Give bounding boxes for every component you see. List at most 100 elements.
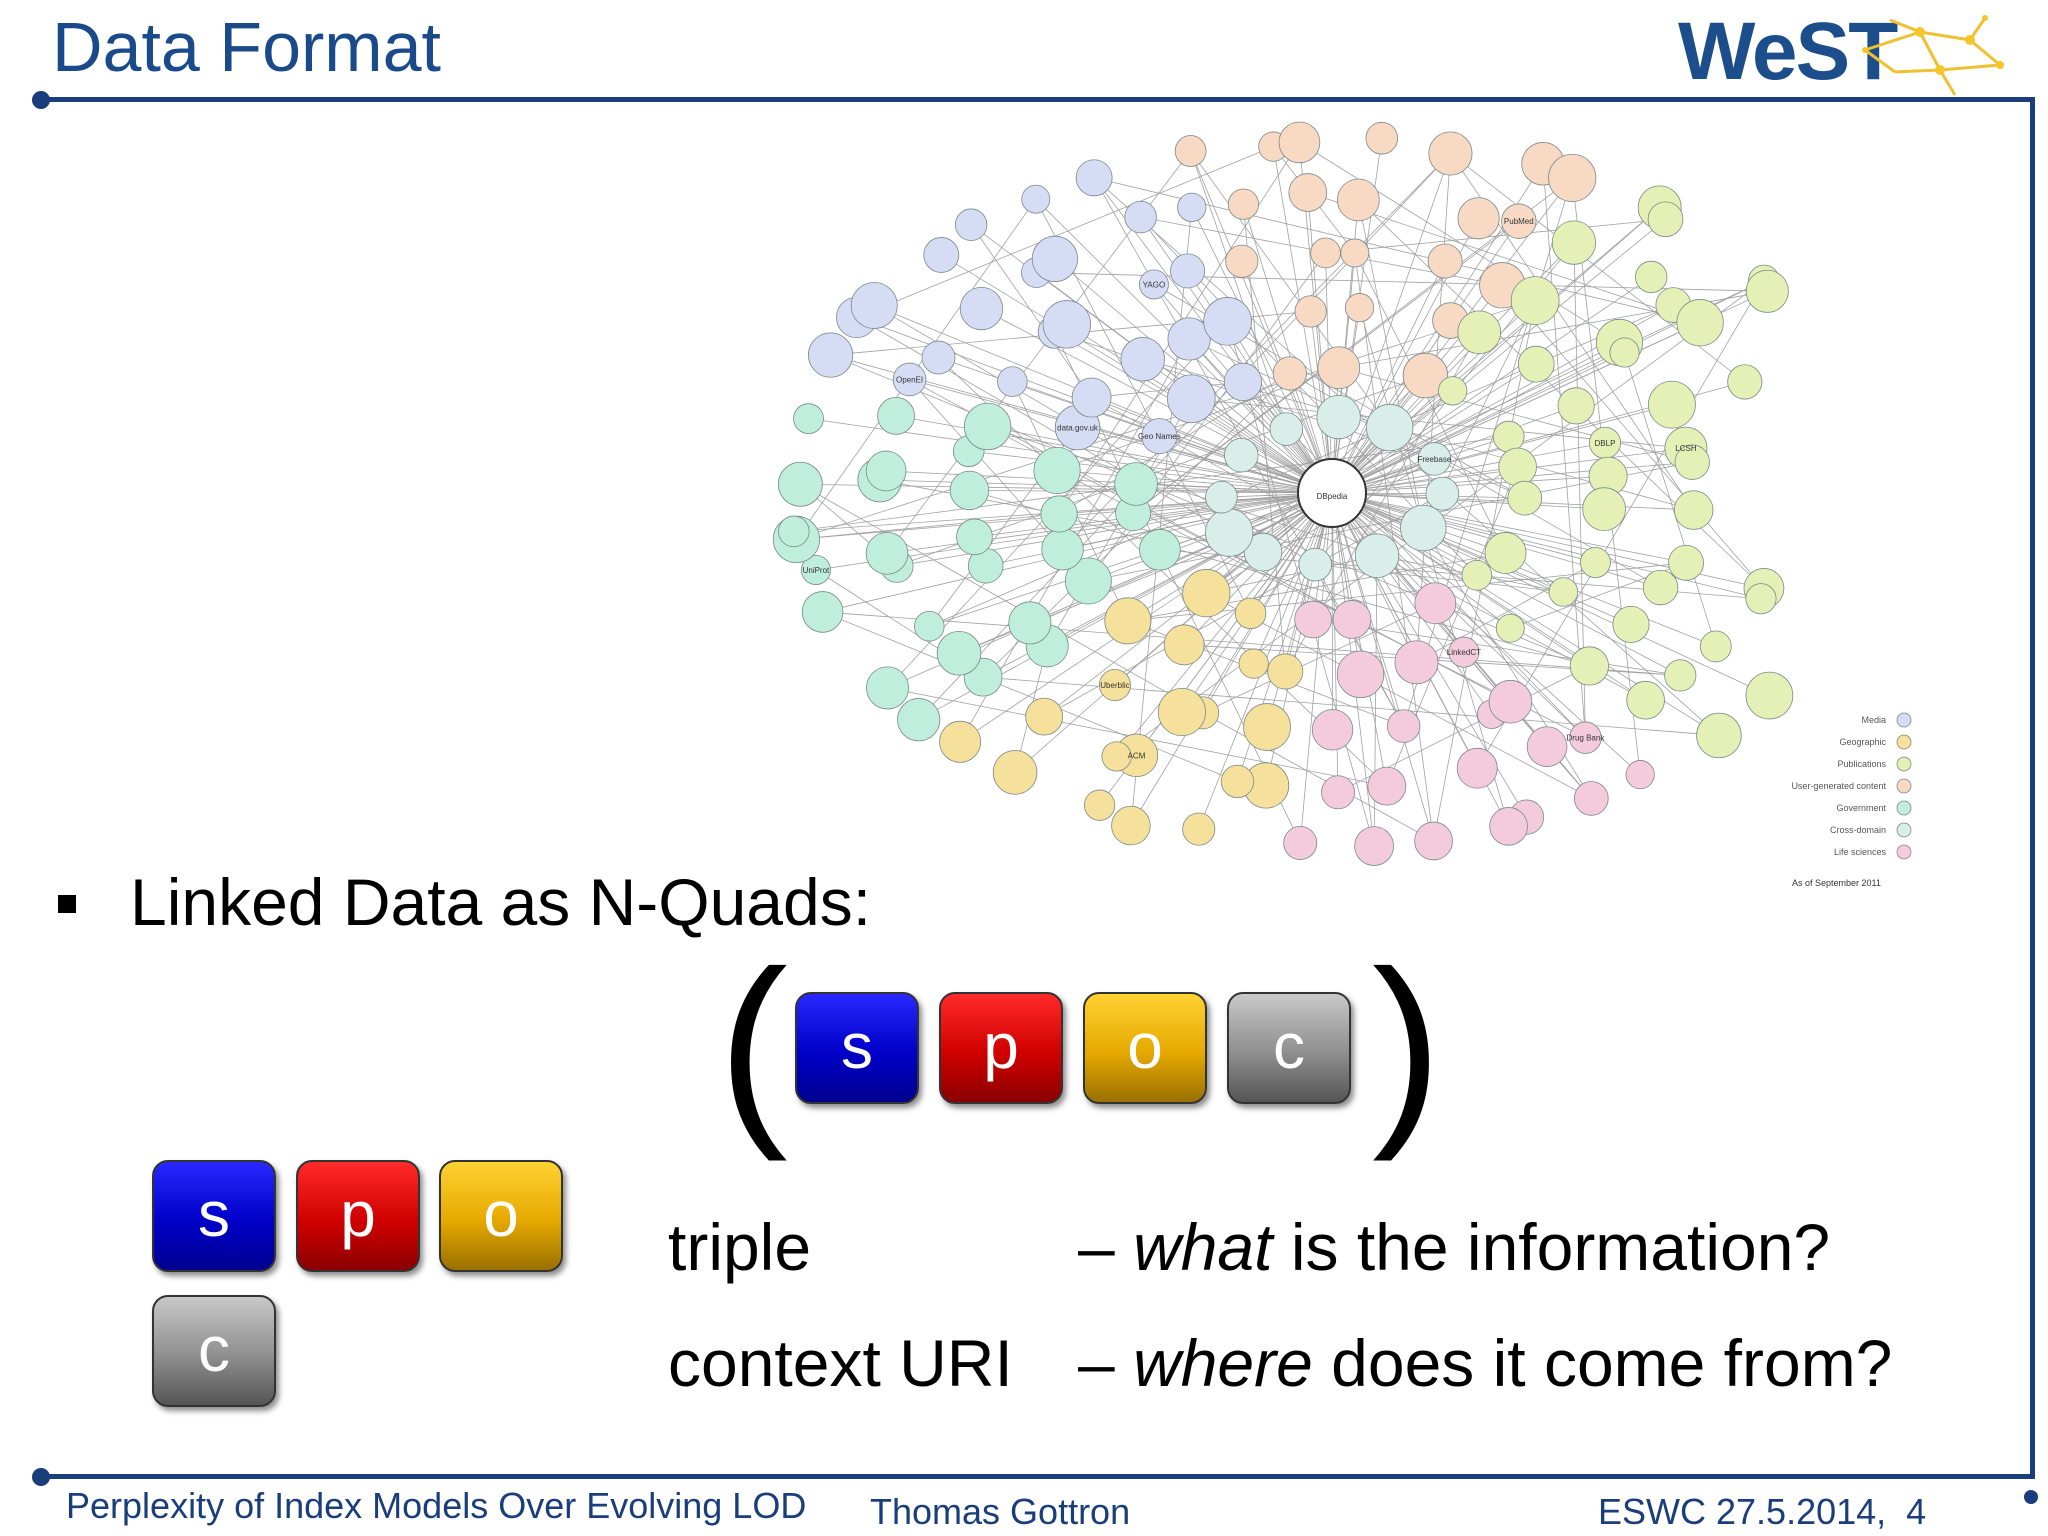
lod-dataset-node <box>1402 352 1449 399</box>
lod-hub-node <box>1297 458 1367 528</box>
lod-link <box>1331 260 1446 494</box>
bottom-rule <box>40 1474 2035 1479</box>
lod-node-label: LCSH <box>1675 444 1697 453</box>
lod-dataset-node <box>1075 159 1113 197</box>
legend-swatch <box>1896 778 1912 794</box>
lod-dataset-node <box>1114 462 1158 506</box>
lod-dataset-node <box>1283 826 1318 860</box>
lod-link <box>1243 204 1286 672</box>
lod-dataset-node <box>1366 403 1414 452</box>
lod-link <box>1190 150 1287 430</box>
lod-dataset-node <box>1042 300 1091 349</box>
lod-dataset-node <box>1501 203 1537 239</box>
lod-dataset-node <box>1456 747 1498 789</box>
lod-dataset-node <box>1727 364 1763 400</box>
lod-dataset-node <box>1427 243 1463 279</box>
lod-cloud-note: As of September 2011 <box>1792 878 1881 888</box>
lod-dataset-node <box>1272 356 1307 391</box>
lod-link <box>1502 285 1765 589</box>
lod-dataset-node <box>1668 544 1704 581</box>
lod-link <box>1338 367 1693 463</box>
context-dash: – <box>1078 1326 1115 1400</box>
lod-link <box>1243 204 1333 494</box>
lod-dataset-node <box>1745 671 1794 720</box>
footer-author: Thomas Gottron <box>870 1491 1131 1532</box>
triple-p-box: p <box>296 1160 420 1272</box>
lod-dataset-node <box>1626 680 1665 720</box>
lod-dataset-node <box>1243 703 1291 751</box>
lod-dataset-node <box>865 531 909 575</box>
triple-o-box: o <box>439 1160 563 1272</box>
lod-link <box>1091 381 1243 398</box>
lod-dataset-node <box>1267 653 1304 690</box>
lod-node-label: data.gov.uk <box>1057 424 1099 433</box>
lod-dataset-node <box>1021 184 1051 214</box>
legend-swatch <box>1896 756 1912 772</box>
lod-dataset-node <box>1316 394 1361 440</box>
lod-link <box>1190 150 1333 494</box>
lod-dataset-node <box>1269 412 1304 446</box>
lod-dataset-node <box>1461 560 1493 591</box>
lod-dataset-node <box>1223 362 1263 402</box>
lod-link <box>1331 492 1687 564</box>
lod-dataset-node <box>1484 532 1527 574</box>
lod-link <box>1331 492 1590 667</box>
lod-dataset-node <box>1340 238 1370 268</box>
lod-link <box>1542 163 1586 738</box>
lod-link <box>800 483 1203 714</box>
lod-dataset-node <box>1647 201 1684 238</box>
lod-link <box>1331 363 1537 494</box>
lod-dataset-node <box>1517 345 1555 383</box>
lod-dataset-node <box>866 666 909 710</box>
lod-link <box>1190 150 1391 428</box>
paren-open: ( <box>718 927 788 1162</box>
lod-dataset-node <box>992 750 1038 795</box>
legend-label: Life sciences <box>1834 847 1887 857</box>
lod-dataset-node <box>1569 721 1602 754</box>
lod-dataset-node <box>1298 547 1333 582</box>
lod-dataset-node <box>1582 487 1626 531</box>
lod-link <box>1331 492 1605 510</box>
bottom-right-dot <box>2024 1490 2038 1504</box>
lod-link <box>1077 427 1333 494</box>
lod-link <box>1242 381 1586 738</box>
lod-dataset-node <box>1205 480 1238 514</box>
bullet-text: Linked Data as N-Quads: <box>130 865 872 939</box>
lod-link <box>1463 651 1592 799</box>
lod-dataset-node <box>1498 447 1537 487</box>
legend-swatch <box>1896 712 1912 728</box>
lod-link <box>1206 555 1378 594</box>
lod-link <box>1359 307 1509 827</box>
lod-dataset-node <box>1394 640 1439 685</box>
right-rule <box>2030 97 2035 1479</box>
lod-dataset-node <box>936 630 982 676</box>
lod-dataset-node <box>865 450 907 492</box>
lod-dataset-node <box>1098 669 1131 702</box>
lod-dataset-node <box>1635 260 1668 294</box>
lod-dataset-node <box>1569 646 1609 686</box>
lod-link <box>1331 276 1652 494</box>
lod-dataset-node <box>1157 687 1206 737</box>
triple-dash: – <box>1078 1210 1115 1284</box>
lod-dataset-node <box>914 611 945 642</box>
lod-dataset-node <box>897 698 941 742</box>
lod-dataset-node <box>1367 766 1407 806</box>
lod-dataset-node <box>1243 532 1283 572</box>
lod-dataset-node <box>1139 528 1181 571</box>
lod-dataset-node <box>1336 650 1385 699</box>
lod-dataset-node <box>1294 295 1327 328</box>
quad-o-box: o <box>1083 992 1207 1104</box>
lod-dataset-node <box>1354 826 1394 866</box>
triple-s-box: s <box>152 1160 276 1272</box>
lod-node-label: PubMed <box>1504 217 1534 226</box>
lod-dataset-node <box>1278 121 1321 164</box>
lod-dataset-node <box>1548 577 1579 607</box>
lod-dataset-node <box>1177 192 1207 222</box>
lod-dataset-node <box>1041 528 1084 571</box>
lod-dataset-node <box>1612 605 1650 643</box>
lod-node-label: OpenEI <box>896 375 923 384</box>
lod-dataset-node <box>1111 805 1151 846</box>
lod-link <box>929 492 1333 627</box>
lod-dataset-node <box>1025 697 1064 736</box>
lod-dataset-node <box>1083 789 1116 821</box>
